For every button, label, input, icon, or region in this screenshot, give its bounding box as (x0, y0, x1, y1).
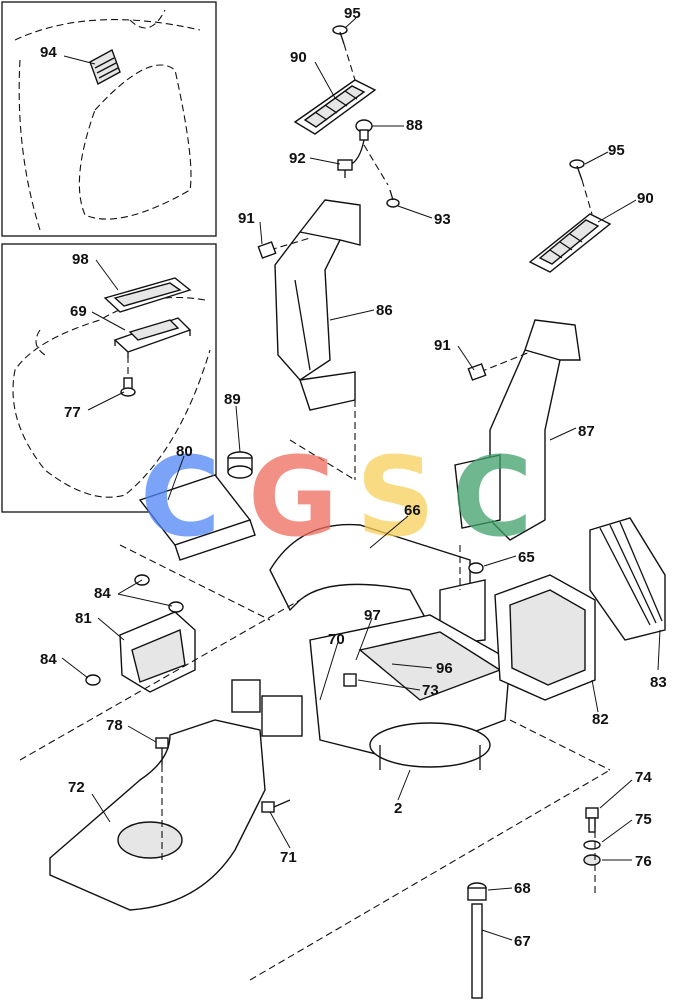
part-87-duct (454, 319, 581, 541)
part-86-duct (274, 199, 361, 411)
part-65-plug (468, 562, 484, 574)
part-73-screw (343, 673, 357, 687)
callout-91: 91 (434, 337, 451, 354)
callout-75: 75 (635, 811, 652, 828)
part-91-bolt-left (257, 237, 311, 259)
callout-92: 92 (289, 150, 306, 167)
callout-70: 70 (328, 631, 345, 648)
callout-97: 97 (364, 607, 381, 624)
callout-90: 90 (637, 190, 654, 207)
callout-93: 93 (434, 211, 451, 228)
callout-91: 91 (238, 210, 255, 227)
part-76-nut (583, 854, 601, 866)
callout-88: 88 (406, 117, 423, 134)
callout-89: 89 (224, 391, 241, 408)
callout-77: 77 (64, 404, 81, 421)
part-heater-unit (231, 614, 511, 770)
callout-83: 83 (650, 674, 667, 691)
part-80-duct (138, 474, 256, 561)
callout-87: 87 (578, 423, 595, 440)
callout-78: 78 (106, 717, 123, 734)
assembly-lines (19, 400, 611, 981)
part-94-vent-grille (89, 48, 121, 86)
callout-96: 96 (436, 660, 453, 677)
part-78-bolt (155, 737, 169, 860)
part-93-screw (363, 144, 400, 208)
callout-leaders (61, 17, 661, 941)
callout-84: 84 (94, 585, 111, 602)
callout-73: 73 (422, 682, 439, 699)
callout-95: 95 (608, 142, 625, 159)
callout-74: 74 (635, 769, 652, 786)
inset-cab-side (1, 243, 217, 513)
part-90-vent-top (293, 79, 377, 135)
callout-71: 71 (280, 849, 297, 866)
part-67-pipe (471, 903, 483, 999)
part-69-switch-base (113, 317, 192, 358)
callout-76: 76 (635, 853, 652, 870)
callout-90: 90 (290, 49, 307, 66)
cgsc-watermark: C G S C (140, 433, 533, 561)
part-74-bolt (585, 807, 599, 833)
callout-95: 95 (344, 5, 361, 22)
part-98-panel (103, 277, 192, 313)
part-75-washer (583, 840, 601, 850)
part-83-filter (589, 517, 666, 641)
part-95-screw-right (569, 159, 593, 215)
callout-81: 81 (75, 610, 92, 627)
part-77-screw (120, 356, 136, 397)
callout-65: 65 (518, 549, 535, 566)
part-90-vent-right (528, 213, 612, 273)
part-92-connector (337, 139, 365, 178)
part-72-floor-duct (49, 719, 266, 911)
callout-69: 69 (70, 303, 87, 320)
callout-68: 68 (514, 880, 531, 897)
callout-80: 80 (176, 443, 193, 460)
watermark-letter-g: G (248, 433, 338, 561)
callout-66: 66 (404, 502, 421, 519)
callout-labels: 94 95 90 88 92 93 95 90 91 86 98 69 77 9… (40, 5, 667, 950)
watermark-letter-c1: C (140, 433, 221, 561)
part-82-frame (494, 574, 596, 701)
inset-cab-top (1, 1, 217, 237)
watermark-letter-s: S (356, 433, 435, 561)
callout-2: 2 (394, 800, 402, 817)
part-68-bushing (467, 882, 487, 901)
callout-98: 98 (72, 251, 89, 268)
callout-94: 94 (40, 44, 57, 61)
part-81-outlet (119, 611, 196, 693)
callout-84: 84 (40, 651, 57, 668)
callout-82: 82 (592, 711, 609, 728)
watermark-letter-c2: C (452, 433, 533, 561)
callout-67: 67 (514, 933, 531, 950)
callout-86: 86 (376, 302, 393, 319)
part-95-screw-top (332, 25, 356, 81)
callout-72: 72 (68, 779, 85, 796)
part-88-sensor (355, 119, 373, 141)
part-89-relay (227, 451, 253, 479)
part-71-bolt (261, 799, 291, 813)
